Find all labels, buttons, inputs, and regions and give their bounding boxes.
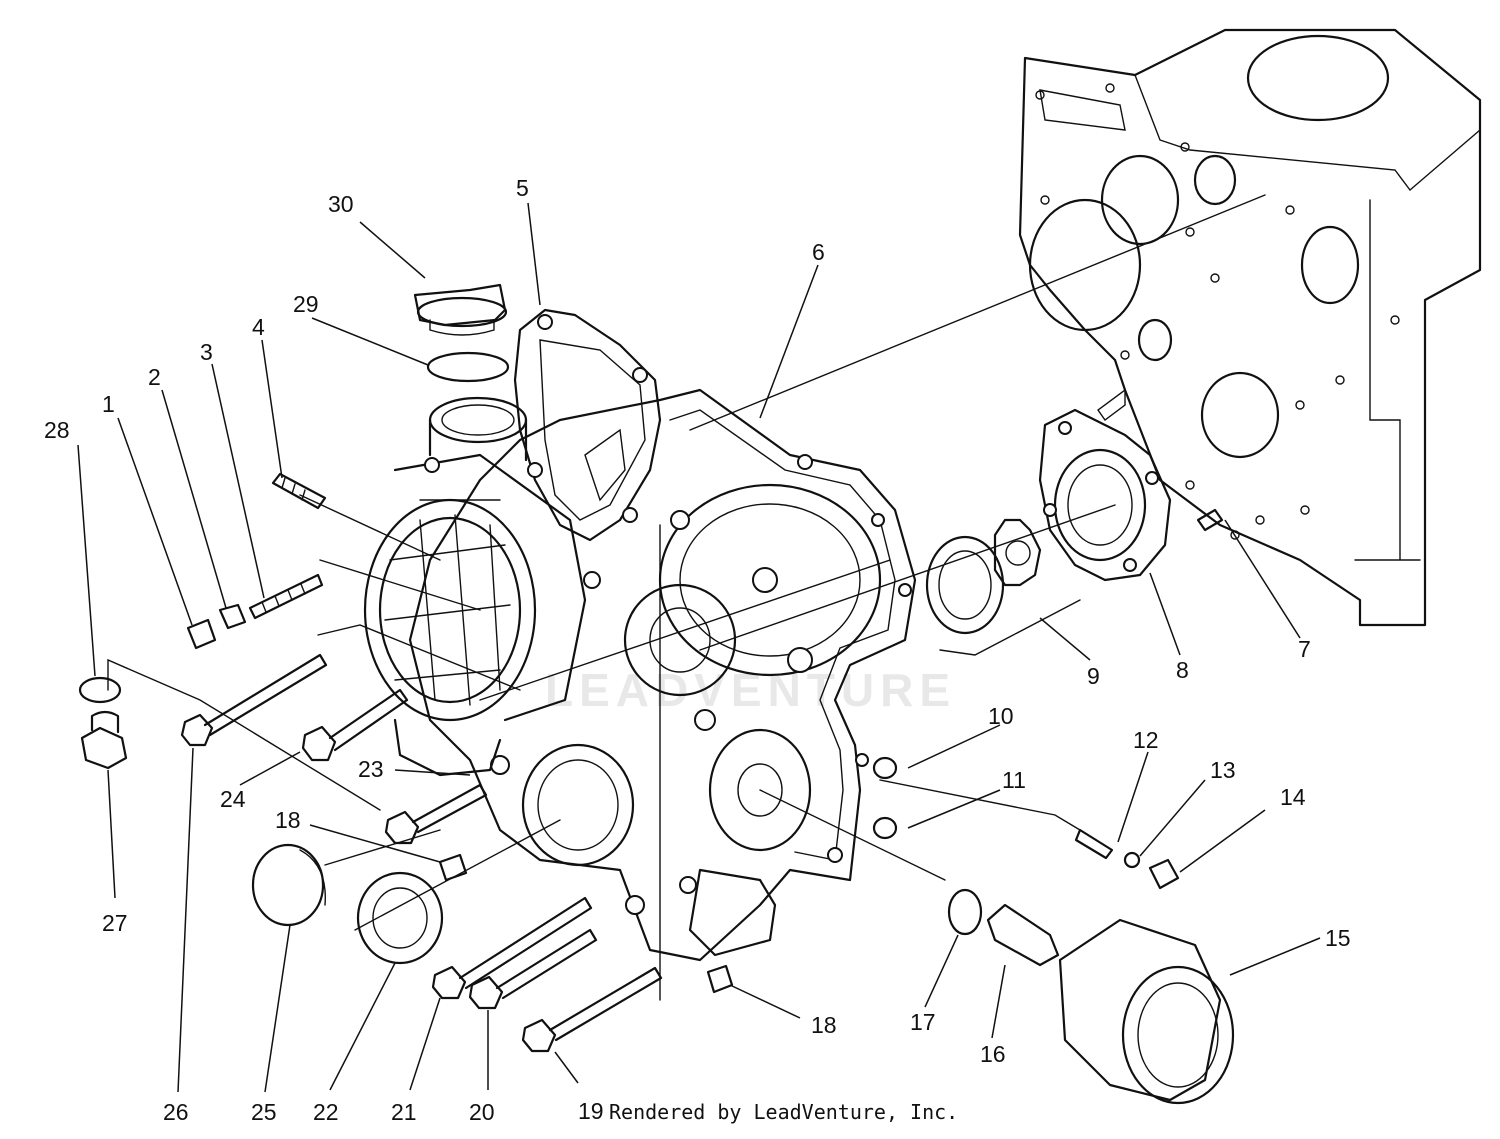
callout-24: 24 [220, 786, 246, 812]
callout-9: 9 [1087, 663, 1100, 689]
callout-1: 1 [102, 391, 115, 417]
callout-14: 14 [1280, 784, 1306, 810]
o-ring-11 [872, 816, 898, 840]
watermark: LEADVENTURE [545, 664, 956, 716]
oil-cap [413, 283, 508, 336]
washer-28 [78, 676, 122, 704]
callout-4: 4 [252, 314, 265, 340]
callout-21: 21 [391, 1099, 417, 1125]
render-credit: Rendered by LeadVenture, Inc. [609, 1100, 959, 1124]
timing-cover [363, 308, 917, 962]
o-ring [426, 351, 510, 383]
engine-block [1018, 28, 1482, 627]
spring-12 [1074, 828, 1114, 860]
leader-lines [77, 202, 1321, 1093]
callout-23: 23 [358, 756, 384, 782]
plug-18b [706, 964, 734, 994]
callout-18b: 18 [811, 1012, 837, 1038]
callout-13: 13 [1210, 757, 1236, 783]
o-ring-10 [872, 756, 898, 780]
oil-seal-22 [356, 871, 444, 965]
callout-7: 7 [1298, 636, 1311, 662]
callout-29: 29 [293, 291, 319, 317]
callout-5: 5 [516, 175, 529, 201]
lock-washer-2 [218, 603, 247, 630]
callout-3: 3 [200, 339, 213, 365]
plug-14 [1148, 858, 1180, 890]
callout-26: 26 [163, 1099, 189, 1125]
alignment-lines [107, 194, 1266, 1001]
stud-3 [248, 573, 324, 620]
callout-12: 12 [1133, 727, 1159, 753]
callout-10: 10 [988, 703, 1014, 729]
callout-11: 11 [1002, 767, 1026, 793]
callout-15: 15 [1325, 925, 1351, 951]
callout-22: 22 [313, 1099, 339, 1125]
plug-18 [438, 853, 468, 882]
callout-30: 30 [328, 191, 354, 217]
oil-pump-group [925, 408, 1224, 635]
washer-17 [947, 888, 983, 936]
bolt-24 [301, 688, 409, 762]
cap-plug-25 [251, 843, 326, 927]
drain-plug-27 [80, 710, 128, 770]
callout-16: 16 [980, 1041, 1006, 1067]
callout-6: 6 [812, 239, 825, 265]
callout-17: 17 [910, 1009, 936, 1035]
callout-27: 27 [102, 910, 128, 936]
oil-pressure-switch-16 [986, 903, 1060, 967]
callout-labels: 1 2 3 4 5 6 7 8 9 10 11 12 13 14 15 16 1… [44, 175, 1351, 1125]
bolt-21 [384, 783, 488, 845]
callout-25: 25 [251, 1099, 277, 1125]
stud-4 [271, 472, 327, 510]
callout-8: 8 [1176, 657, 1189, 683]
callout-20: 20 [469, 1099, 495, 1125]
bolt-26 [180, 653, 328, 747]
ball-13 [1123, 851, 1141, 869]
lower-bolts [431, 896, 663, 1053]
callout-19: 19 [578, 1098, 604, 1124]
oil-filter-15 [1058, 918, 1235, 1105]
callout-2: 2 [148, 364, 161, 390]
callout-28: 28 [44, 417, 70, 443]
nut-1 [186, 618, 217, 650]
callout-18: 18 [275, 807, 301, 833]
